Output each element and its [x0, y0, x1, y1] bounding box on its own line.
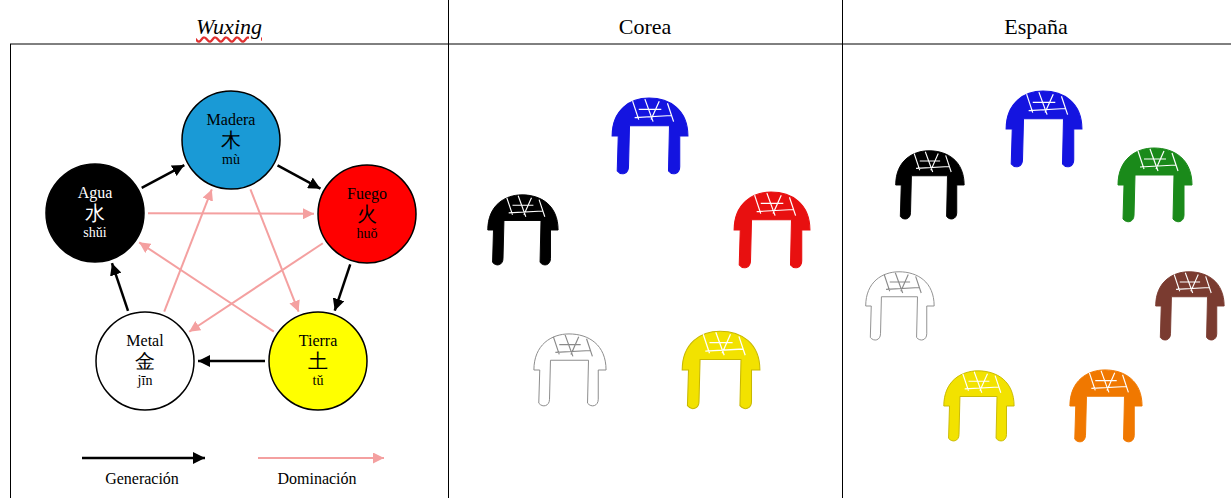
element-name: Fuego: [347, 185, 387, 203]
generation-arrow: [142, 165, 185, 188]
circle-shape: [46, 164, 144, 262]
circle-shape: [96, 312, 194, 410]
element-name: Agua: [78, 184, 113, 202]
generation-arrow: [112, 263, 128, 311]
element-circle: Agua水shǔi: [45, 163, 145, 263]
generation-arrow: [335, 264, 350, 310]
hair-icon: [488, 195, 558, 265]
hair-icon: [682, 331, 760, 408]
element-pinyin: tǔ: [299, 374, 338, 390]
column-header: España: [1004, 14, 1068, 40]
legend-arrow: [82, 457, 205, 460]
hair-icon: [612, 98, 688, 174]
hair-icon: [734, 192, 810, 268]
element-name: Madera: [207, 111, 256, 129]
element-pinyin: mù: [207, 153, 256, 169]
element-character: 木: [207, 130, 256, 153]
circle-text: Metal金jīn: [126, 332, 163, 389]
element-character: 土: [299, 351, 338, 374]
circle-shape: [182, 91, 280, 189]
column-header: Wuxing: [196, 14, 262, 40]
domination-arrow: [148, 212, 314, 215]
domination-arrow: [164, 189, 212, 311]
circle-text: Agua水shǔi: [78, 184, 113, 241]
hair-icon: [866, 272, 934, 340]
element-pinyin: jīn: [126, 374, 163, 390]
table-lines: [10, 0, 1231, 498]
element-character: 火: [347, 204, 387, 227]
circle-shape: [318, 165, 416, 263]
circle-shape: [269, 312, 367, 410]
element-circle: Madera木mù: [181, 90, 281, 190]
legend-arrow: [258, 457, 384, 459]
element-pinyin: huǒ: [347, 227, 387, 243]
table-rule: [10, 44, 1231, 45]
table-rule: [448, 0, 449, 498]
legend-text: Generación: [105, 470, 179, 488]
element-circle: Tierra土tǔ: [268, 311, 368, 411]
hair-icon: [944, 371, 1014, 441]
hair-icon: [534, 334, 606, 406]
element-name: Metal: [126, 332, 163, 350]
generation-arrow: [278, 165, 321, 188]
column-header: Corea: [619, 14, 672, 40]
hair-icon: [1156, 272, 1224, 340]
domination-arrow: [250, 189, 298, 311]
generation-arrow: [198, 360, 265, 363]
element-pinyin: shǔi: [78, 226, 113, 242]
circle-text: Fuego火huǒ: [347, 185, 387, 242]
table-rule: [10, 44, 11, 498]
element-name: Tierra: [299, 332, 338, 350]
element-circle: Fuego火huǒ: [317, 164, 417, 264]
table-rule: [842, 0, 843, 498]
circle-text: Tierra土tǔ: [299, 332, 338, 389]
hair-icon: [1070, 370, 1142, 442]
hair-icon: [1118, 148, 1192, 222]
legend-text: Dominación: [277, 470, 356, 488]
hair-icon: [1006, 91, 1082, 167]
circle-text: Madera木mù: [207, 111, 256, 168]
element-character: 金: [126, 351, 163, 374]
element-circle: Metal金jīn: [95, 311, 195, 411]
hair-icon: [896, 151, 964, 219]
element-character: 水: [78, 203, 113, 226]
